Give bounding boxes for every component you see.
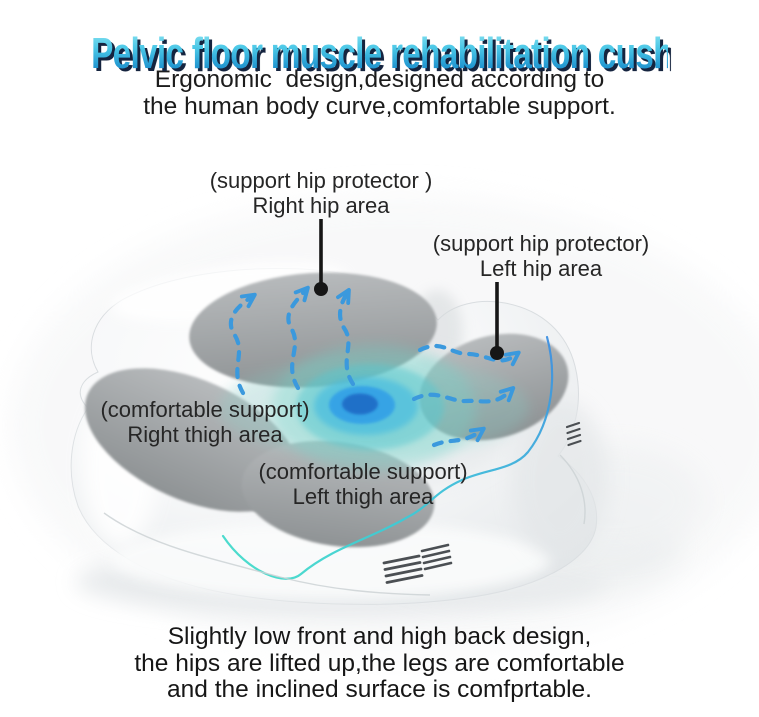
subtitle-line2: the human body curve,comfortable support… [143,93,616,120]
subtitle-line1: Ergonomic design,designed according to [154,66,605,93]
cushion-seams [103,454,586,596]
edge-accent-line [221,335,554,580]
label-right-thigh-line2: Right thigh area [127,422,283,447]
label-left-thigh-area: (comfortable support)Left thigh area [212,459,514,509]
footer-line3: and the inclined surface is comfprtable. [167,676,592,703]
footer-line1: Slightly low front and high back design, [167,623,592,650]
label-right-hip-area: (support hip protector )Right hip area [151,168,491,218]
leader-dot-left-hip [490,346,504,360]
page-title: Pelvic floor muscle rehabilitation cushi… [91,29,721,79]
airflow-arrows-icon [228,285,521,448]
label-left-thigh-line1: (comfortable support) [258,459,468,484]
leader-lines [314,219,504,360]
label-left-hip-line2: Left hip area [479,256,603,281]
label-left-thigh-line2: Left thigh area [292,484,434,509]
label-right-hip-line1: (support hip protector ) [209,168,433,193]
label-right-hip-line2: Right hip area [252,193,390,218]
vent-grille-icon [382,421,582,584]
leader-dot-right-hip [314,282,328,296]
label-right-thigh-area: (comfortable support)Right thigh area [54,397,356,447]
footer-description: Slightly low front and high back design,… [0,623,759,704]
label-right-thigh-line1: (comfortable support) [100,397,310,422]
label-left-hip-line1: (support hip protector) [432,231,650,256]
label-left-hip-area: (support hip protector)Left hip area [390,231,692,281]
footer-line2: the hips are lifted up,the legs are comf… [134,649,625,677]
